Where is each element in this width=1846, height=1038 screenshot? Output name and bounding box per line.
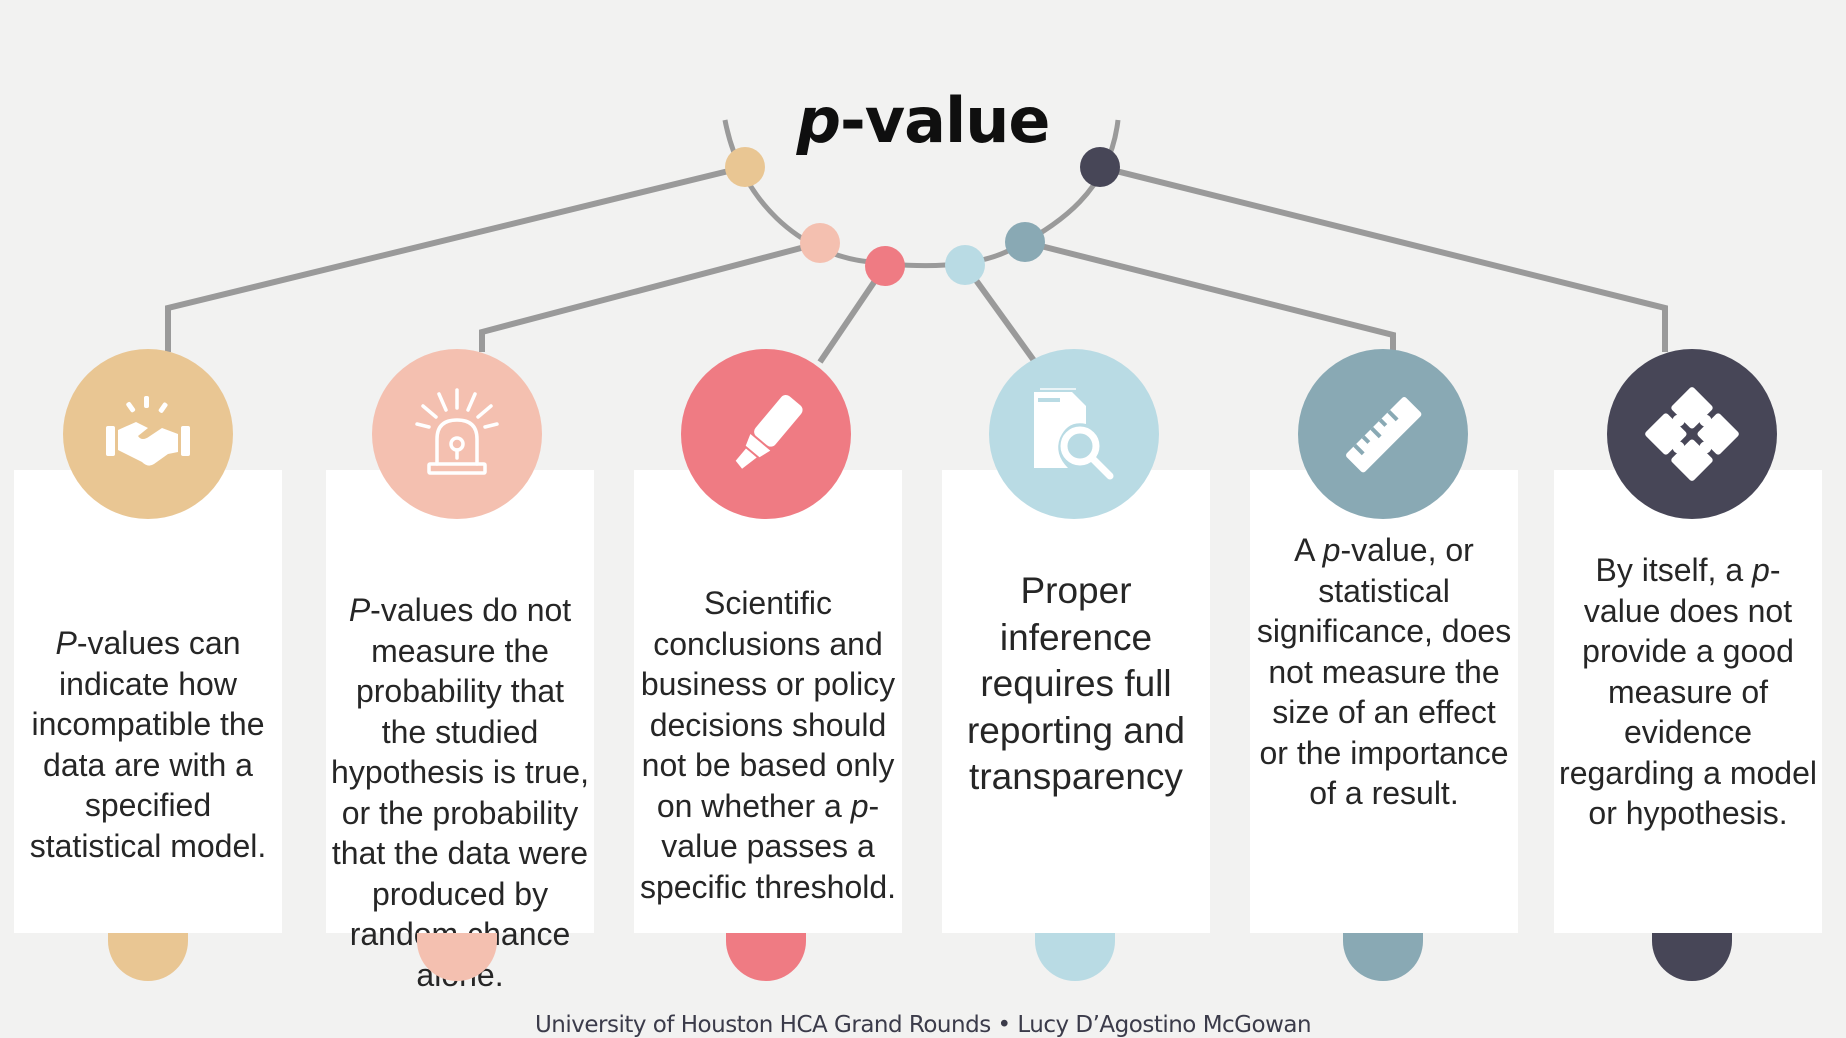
- card-1-text: P-values can indicate how incompatible t…: [29, 625, 267, 864]
- card-6-text: By itself, a p-value does not provide a …: [1559, 552, 1817, 831]
- alarm-siren-icon: [415, 388, 499, 475]
- card-5-text: A p-value, or statistical significance, …: [1256, 532, 1512, 811]
- connector-1: [165, 164, 746, 352]
- card-5: A p-value, or statistical significance, …: [1250, 470, 1518, 933]
- card-2: P-values do not measure the probability …: [326, 470, 594, 993]
- card-5-icon-circle: [1298, 349, 1468, 519]
- highlighter-icon: [735, 395, 803, 469]
- card-3: Scientific conclusions and business or p…: [634, 470, 902, 933]
- card-3-icon-circle: [681, 349, 851, 519]
- dot-6: [1080, 147, 1120, 187]
- dot-5: [1005, 222, 1045, 262]
- dot-1: [725, 147, 765, 187]
- card-4-text: Proper inference requires full reporting…: [966, 570, 1186, 797]
- page-title: p-value: [796, 84, 1051, 157]
- card-4: Proper inference requires full reporting…: [942, 470, 1210, 933]
- card-3-text: Scientific conclusions and business or p…: [639, 585, 897, 905]
- card-1: P-values can indicate how incompatible t…: [14, 470, 282, 933]
- card-2-icon-circle: [372, 349, 542, 519]
- ruler-icon: [1346, 397, 1422, 473]
- card-4-icon-circle: [989, 349, 1159, 519]
- arc-line: [722, 119, 1121, 269]
- puzzle-icon: [1645, 387, 1739, 481]
- dot-2: [800, 223, 840, 263]
- connector-5: [1024, 239, 1396, 352]
- card-1-icon-circle: [63, 349, 233, 519]
- document-search-icon: [1034, 388, 1114, 480]
- card-6: By itself, a p-value does not provide a …: [1554, 470, 1822, 933]
- card-6-icon-circle: [1607, 349, 1777, 519]
- footer-credit: University of Houston HCA Grand Rounds •…: [534, 1012, 1312, 1038]
- dot-4: [945, 245, 985, 285]
- connector-6: [1099, 164, 1668, 352]
- card-2-text: P-values do not measure the probability …: [331, 592, 589, 993]
- handshake-icon: [106, 396, 190, 466]
- connector-2: [479, 240, 821, 352]
- dot-3: [865, 246, 905, 286]
